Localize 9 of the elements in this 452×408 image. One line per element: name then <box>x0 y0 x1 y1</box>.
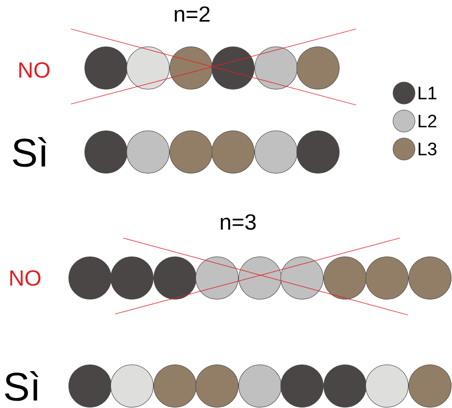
legend-label: L1 <box>418 86 436 100</box>
row-label: Sì <box>4 371 38 401</box>
legend-label: L3 <box>418 142 436 156</box>
row-label: NO <box>19 62 50 78</box>
row-label: Sì <box>12 137 46 167</box>
row-label: n=3 <box>220 214 256 230</box>
row-label: n=2 <box>174 6 210 22</box>
row-label: NO <box>10 270 40 286</box>
legend-label: L2 <box>418 114 436 128</box>
